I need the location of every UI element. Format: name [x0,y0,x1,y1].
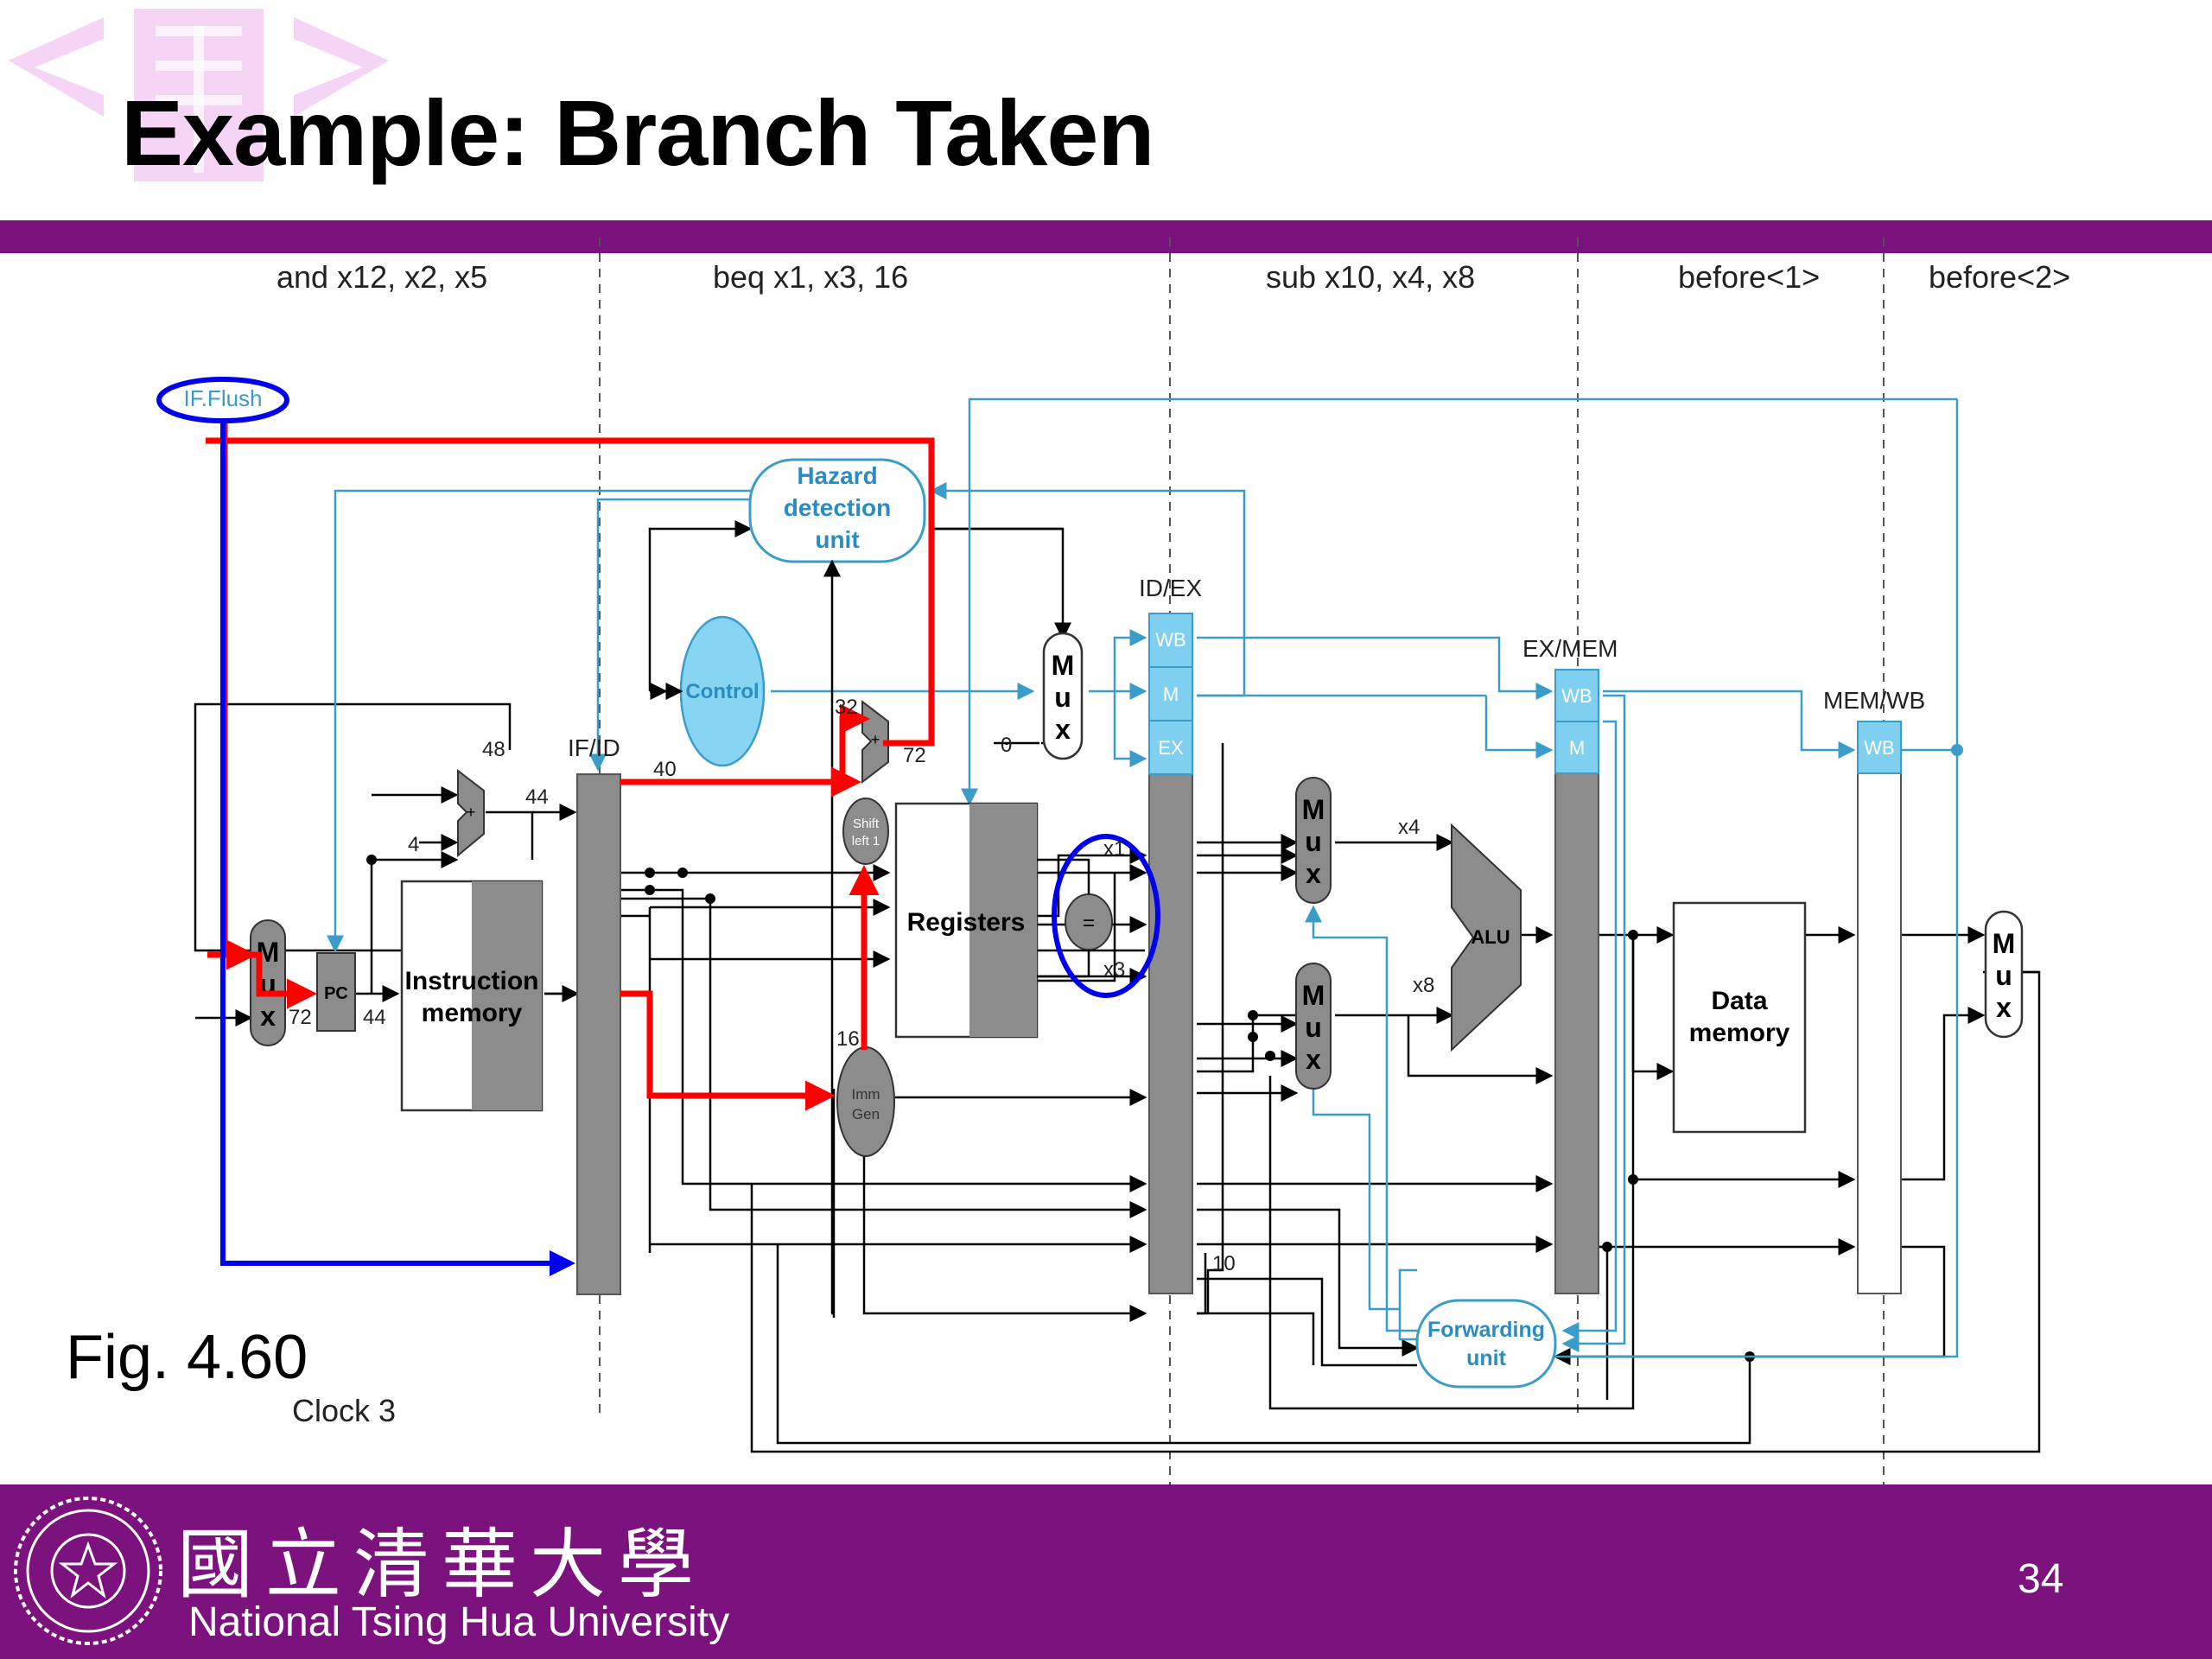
value-10: 10 [1212,1252,1236,1275]
ex-mem-register [1554,772,1599,1294]
stage-label-if: and x12, x2, x5 [276,259,488,295]
branch-adder-plus: + [871,731,880,748]
forward-mux-b: M u x [1295,963,1332,1090]
value-16: 16 [836,1027,860,1051]
university-english-name: National Tsing Hua University [188,1599,730,1645]
svg-text:M: M [1302,794,1325,825]
instruction-memory-label-1: Instruction [405,967,539,995]
id-ex-wb-label: WB [1155,629,1185,651]
value-40: 40 [653,758,677,781]
imm-label-2: Gen [852,1106,880,1122]
if-flush-highlight [156,377,289,423]
id-ex-register [1148,772,1193,1294]
svg-text:u: u [1995,960,2012,991]
id-ex-m-label: M [1163,683,1179,705]
stage-dividers [599,238,1885,1486]
university-seal-icon [14,1497,162,1645]
forwarding-label-1: Forwarding [1427,1318,1545,1342]
value-32: 32 [835,696,858,719]
stage-label-id: beq x1, x3, 16 [713,259,909,295]
instruction-memory: Instruction memory [400,880,543,1112]
shift-label-2: left 1 [852,834,880,849]
value-0: 0 [1001,734,1012,757]
top-purple-bar [0,220,2212,253]
registers-label: Registers [907,908,1026,937]
svg-text:M: M [1302,980,1325,1011]
register-file: Registers [894,802,1039,1039]
value-44-a: 44 [525,785,549,809]
writeback-mux: M u x [1984,910,2024,1039]
value-4: 4 [408,833,419,856]
value-72-b: 72 [903,744,926,767]
figure-label: Fig. 4.60 [66,1323,308,1392]
hazard-label-1: Hazard [797,462,877,489]
register-x1: x1 [1103,837,1125,861]
university-logo-watermark [9,9,389,181]
svg-text:u: u [1305,826,1322,857]
eq-label: = [1083,912,1095,935]
value-44-b: 44 [363,1006,386,1029]
ex-mem-label: EX/MEM [1522,635,1618,662]
mem-wb-wb-label: WB [1864,737,1894,759]
shift-label-1: Shift [853,817,880,831]
data-memory-label-1: Data [1711,987,1767,1015]
hazard-label-2: detection [784,494,891,521]
id-ex-label: ID/EX [1139,575,1202,601]
stage-label-mem: before<1> [1678,259,1821,295]
control-mux: M u x [1042,632,1084,760]
svg-text:M: M [1993,928,2016,959]
forwarding-label-2: unit [1466,1346,1506,1370]
instruction-memory-label-2: memory [422,999,523,1027]
pc-adder-plus: + [467,804,476,821]
data-memory-label-2: memory [1689,1019,1790,1047]
forward-mux-a: M u x [1295,777,1332,904]
id-ex-control-fields [1148,613,1902,775]
svg-text:x: x [1996,992,2012,1023]
register-x8: x8 [1413,974,1434,997]
svg-text:u: u [1305,1012,1322,1043]
footer-bar [0,1484,2212,1659]
pc-label: PC [324,984,348,1003]
svg-text:x: x [1306,858,1321,889]
alu-label: ALU [1471,926,1510,948]
pc-register [316,952,356,1032]
ex-mem-m-label: M [1569,737,1585,759]
if-flush-label: IF.Flush [183,385,262,411]
university-chinese-name: 國立清華大學 [177,1520,707,1609]
mem-wb-register [1857,772,1902,1294]
register-x4: x4 [1398,816,1420,839]
svg-text:u: u [1054,682,1071,713]
svg-text:x: x [1055,714,1071,745]
imm-label-1: Imm [851,1086,880,1103]
stage-label-ex: sub x10, x4, x8 [1266,259,1476,295]
register-x3: x3 [1103,958,1125,982]
pc-mux: M u x [250,919,286,1046]
control-wires [327,397,1959,1358]
pc-adder [457,768,485,858]
slide-title: Example: Branch Taken [121,80,1154,185]
id-ex-ex-label: EX [1158,737,1184,759]
pipeline-datapath-diagram: WB M EX WB M WB Instruction memory Regis… [156,238,2041,1486]
wire-junctions [366,855,1755,1362]
svg-text:x: x [260,1001,276,1032]
data-memory: Data memory [1672,901,1807,1134]
page-number: 34 [2018,1556,2064,1602]
forwarding-unit [1415,1299,1557,1389]
ex-mem-wb-label: WB [1561,685,1592,707]
shift-left-unit [842,798,889,865]
control-label: Control [685,680,759,703]
if-id-register [576,773,621,1295]
alu [1451,823,1522,1052]
value-48: 48 [482,738,505,761]
svg-text:M: M [1052,650,1075,681]
comparator-highlight-circle [1052,834,1160,998]
clock-label: Clock 3 [292,1393,397,1428]
if-id-label: IF/ID [568,734,620,761]
svg-text:x: x [1306,1044,1321,1075]
stage-label-wb: before<2> [1929,259,2071,295]
hazard-label-3: unit [815,526,859,553]
mem-wb-label: MEM/WB [1823,687,1925,714]
if-flush-path [220,415,575,1276]
value-72-a: 72 [289,1006,312,1029]
